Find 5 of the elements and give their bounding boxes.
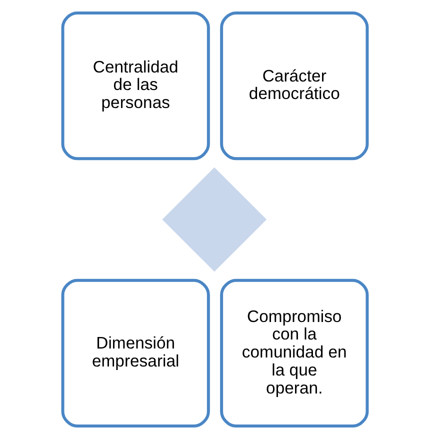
node-box: Centralidad de las personas: [60, 11, 210, 160]
node-diamond: [162, 167, 266, 272]
node-box: Carácter democrático: [220, 11, 368, 160]
node-box: Dimensión empresarial: [60, 278, 210, 428]
node-box: Compromiso con la comunidad en la que operan.: [220, 278, 368, 428]
